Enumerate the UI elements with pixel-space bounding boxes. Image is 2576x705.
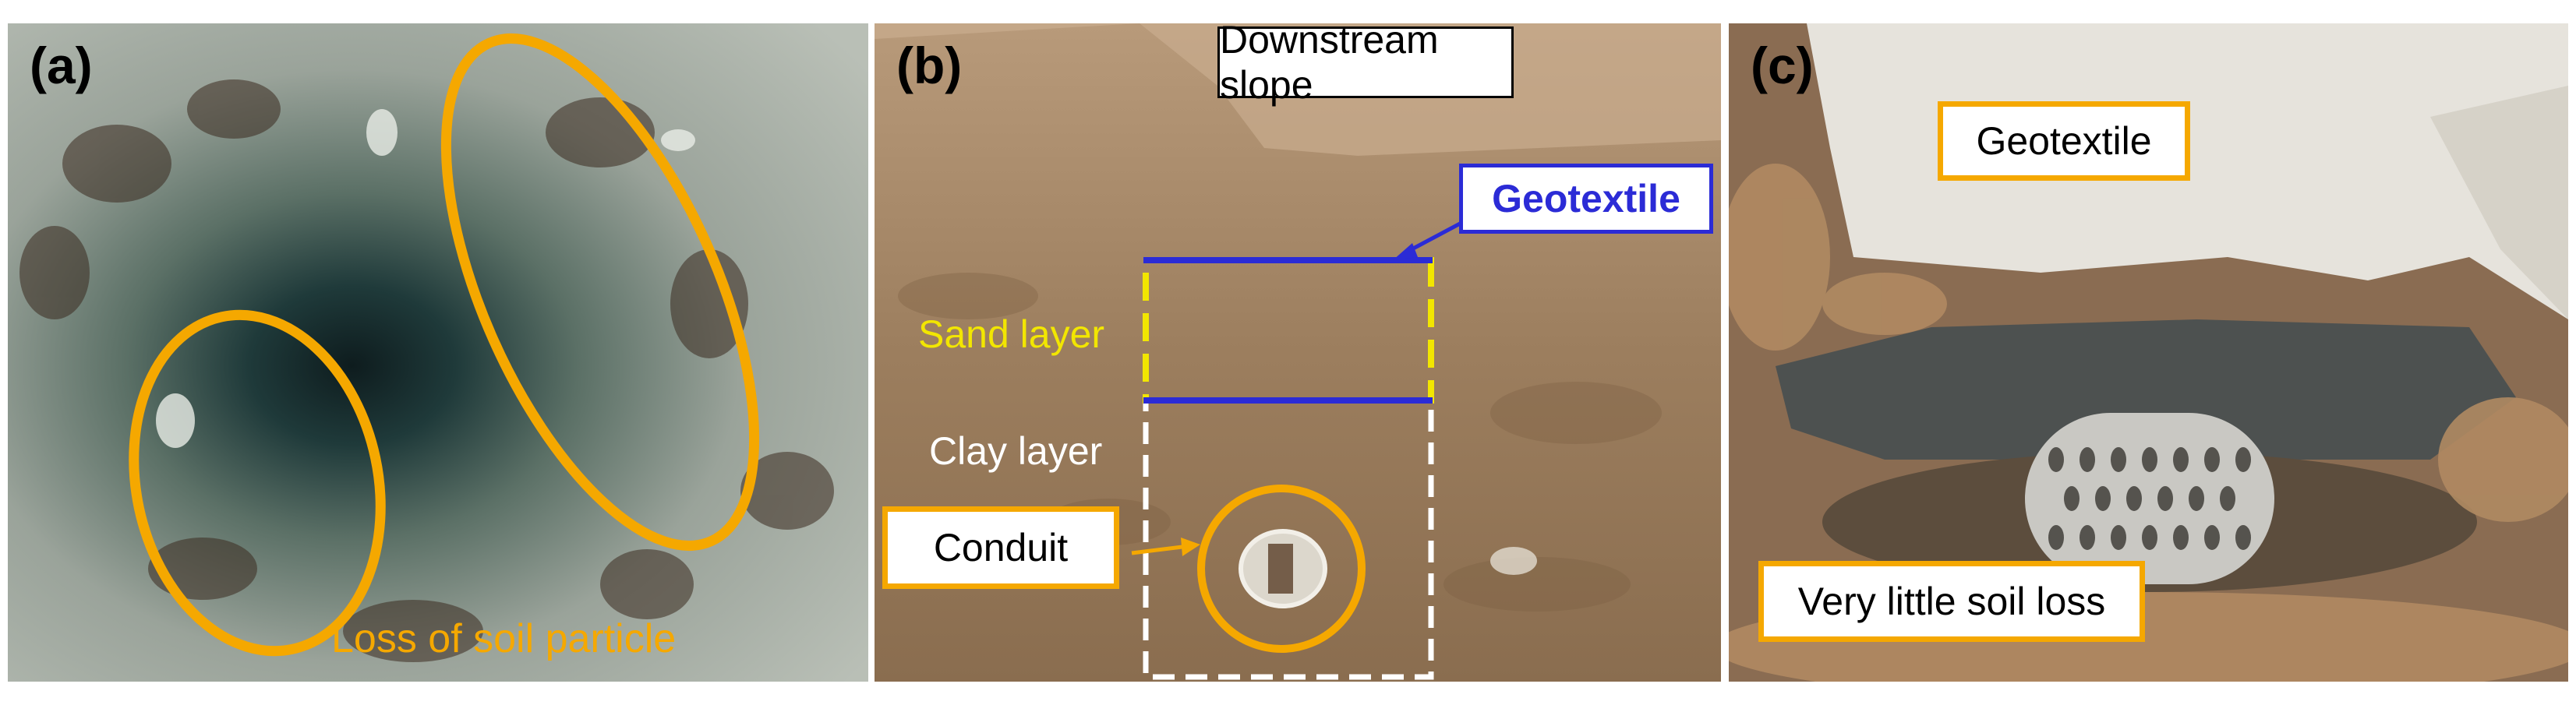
- pipe-interior-image: [8, 23, 868, 682]
- clay-layer-label: Clay layer: [929, 429, 1103, 473]
- conduit-label: Conduit: [882, 506, 1119, 589]
- panel-label-c: (c): [1751, 37, 1814, 94]
- highlight-ellipse-small: [129, 309, 386, 657]
- conduit-highlight-circle: [1197, 485, 1366, 653]
- panel-label-a: (a): [30, 37, 93, 94]
- sand-layer-label: Sand layer: [918, 312, 1105, 356]
- panel-label-b: (b): [896, 37, 963, 94]
- geotextile-label-c: Geotextile: [1938, 101, 2190, 181]
- sand-layer-outline: [1143, 257, 1434, 404]
- conduit-arrow-head: [1181, 538, 1200, 556]
- highlight-ellipse-large: [440, 33, 760, 552]
- perforated-conduit: [2025, 413, 2274, 584]
- panel-c-geotextile-conduit-photo: (c) Geotextile Very little soil loss: [1729, 23, 2568, 682]
- panel-b-annotation-overlay: [1131, 220, 1465, 680]
- loss-of-soil-particle-label: Loss of soil particle: [331, 616, 677, 661]
- geotextile-label: Geotextile: [1459, 164, 1713, 234]
- conduit-arrow: [1131, 545, 1183, 555]
- panel-a-pipe-interior-photo: (a) Loss of soil particle: [8, 23, 868, 682]
- panel-a-annotation-overlay: [129, 33, 760, 657]
- downstream-slope-label: Downstream slope: [1217, 23, 1514, 107]
- geotextile-arrow-head: [1393, 243, 1418, 260]
- very-little-soil-loss-label: Very little soil loss: [1758, 561, 2145, 642]
- panel-b-embankment-photo: (b) Downstream slope Geotextile Sand lay…: [875, 23, 1721, 682]
